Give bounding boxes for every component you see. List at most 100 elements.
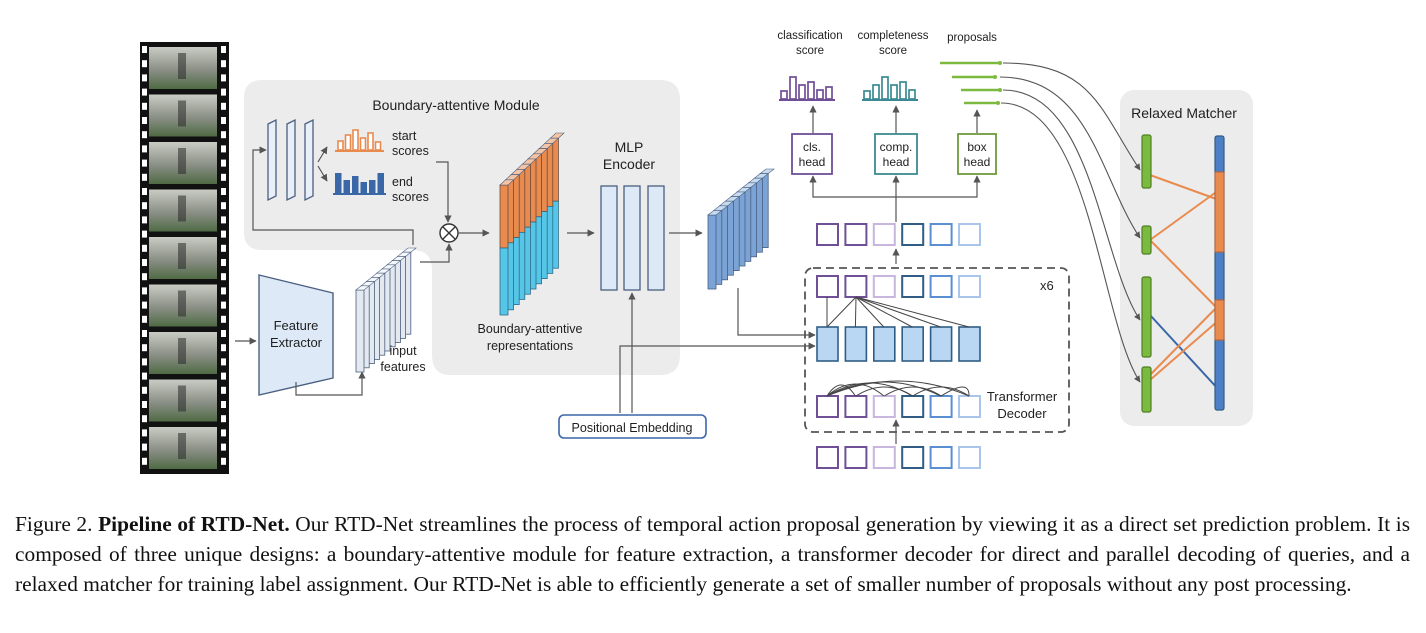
mlp-encoder-title: MLP: [615, 139, 644, 155]
film-sprocket-hole: [221, 131, 226, 139]
completeness-bar: [863, 90, 871, 100]
decoder-feature-box: [901, 326, 925, 362]
film-sprocket-hole: [221, 259, 226, 266]
decoder-feature-box: [872, 326, 896, 362]
representation-slab: [499, 247, 509, 316]
proposal-endpoint: [993, 75, 997, 79]
end-score-bar: [343, 180, 350, 193]
classification-bar: [807, 81, 815, 100]
attention-connections: [826, 296, 970, 397]
input-query-box: [958, 395, 981, 418]
film-sprocket-hole: [221, 372, 226, 380]
input-feature-slab: [355, 289, 365, 373]
initial-query-box: [901, 446, 925, 469]
input-query-box: [872, 395, 896, 418]
comp-head-box: [874, 133, 918, 175]
film-sprocket-hole: [221, 273, 226, 281]
start-score-bar: [352, 129, 359, 151]
groundtruth-segment: [1214, 299, 1225, 341]
film-sprocket-hole: [142, 159, 147, 167]
prediction-bar: [1141, 134, 1152, 189]
caption-figure-label: Figure 2.: [15, 512, 93, 536]
video-frame-figure: [178, 385, 186, 412]
end-score-bar: [352, 176, 359, 193]
film-sprocket-hole: [142, 386, 147, 394]
feature-extractor-label: Feature: [274, 318, 319, 333]
film-sprocket-hole: [221, 330, 226, 337]
film-sprocket-hole: [142, 244, 147, 252]
attention-link: [855, 296, 913, 328]
start-score-bar: [359, 137, 367, 151]
positional-embedding-box: [558, 414, 707, 439]
proposals-label: proposals: [947, 32, 997, 44]
film-sprocket-hole: [221, 415, 226, 423]
film-sprocket-hole: [221, 202, 226, 210]
film-sprocket-hole: [221, 244, 226, 252]
relaxed-matcher-background: [1120, 90, 1253, 426]
classification-bar: [780, 90, 788, 100]
film-sprocket-hole: [142, 202, 147, 210]
attention-link: [855, 296, 941, 328]
video-frame-figure: [178, 53, 186, 79]
proposal-curve: [1000, 102, 1141, 383]
box-head-label: box: [967, 140, 986, 154]
feature-extractor-label-2: Extractor: [270, 335, 323, 350]
film-sprocket-hole: [221, 88, 226, 96]
film-sprocket-hole: [221, 117, 226, 124]
proposal-endpoint: [998, 61, 1002, 65]
decoder-query-box: [844, 275, 868, 298]
output-query-box: [816, 223, 839, 246]
end-score-bar: [360, 182, 367, 193]
film-sprocket-hole: [142, 259, 147, 266]
decoder-query-box: [929, 275, 953, 298]
film-sprocket-hole: [221, 173, 226, 181]
encoded-features-stack: [707, 168, 775, 290]
matcher-prediction-bars: [1141, 134, 1152, 413]
proposal-curve: [1002, 62, 1141, 171]
proposal-endpoint: [996, 101, 1000, 105]
input-query-box: [901, 395, 925, 418]
decoder-feature-box: [958, 326, 981, 362]
film-sprocket-hole: [221, 60, 226, 68]
completeness-bar: [890, 84, 898, 100]
decoder-feature-box: [844, 326, 868, 362]
prediction-bar: [1141, 366, 1152, 413]
film-sprocket-hole: [221, 46, 226, 53]
film-sprocket-hole: [142, 145, 147, 153]
matcher-link: [1149, 239, 1220, 311]
output-query-box: [929, 223, 953, 246]
self-attention-arc: [912, 386, 970, 397]
proposal-endpoint: [998, 88, 1002, 92]
decoder-feature-box: [929, 326, 953, 362]
film-sprocket-hole: [221, 74, 226, 82]
film-sprocket-hole: [221, 188, 226, 195]
matcher-link: [1149, 319, 1220, 381]
decoder-query-box: [958, 275, 981, 298]
film-sprocket-hole: [142, 188, 147, 195]
mlp-encoder-title-2: Encoder: [603, 156, 655, 172]
start-scores-label-2: scores: [392, 144, 429, 158]
classification-score-bars: [779, 76, 835, 101]
matcher-groundtruth-bar: [1214, 135, 1225, 411]
completeness-score-label: completeness: [858, 30, 929, 42]
end-scores-label-2: scores: [392, 190, 429, 204]
relaxed-matcher-title: Relaxed Matcher: [1131, 105, 1237, 121]
decoder-feature-box: [816, 326, 839, 362]
film-sprocket-hole: [221, 344, 226, 352]
decoder-query-box: [816, 275, 839, 298]
matcher-link: [1149, 314, 1220, 391]
film-sprocket-hole: [142, 457, 147, 465]
input-query-box: [816, 395, 839, 418]
positional-embedding-label: Positional Embedding: [572, 421, 693, 435]
cls-head-label-2: head: [799, 155, 826, 169]
start-scores-label: start: [392, 129, 417, 143]
self-attention-arc: [940, 386, 970, 397]
caption-body: Our RTD-Net streamlines the process of t…: [15, 512, 1411, 596]
box-head-box: [957, 133, 997, 175]
matcher-link: [1149, 174, 1220, 201]
encoded-feature-slab-top: [707, 210, 723, 216]
video-frame-figure: [178, 100, 186, 127]
film-sprocket-hole: [221, 145, 226, 153]
film-sprocket-hole: [221, 301, 226, 309]
input-features-label: input: [389, 344, 417, 358]
